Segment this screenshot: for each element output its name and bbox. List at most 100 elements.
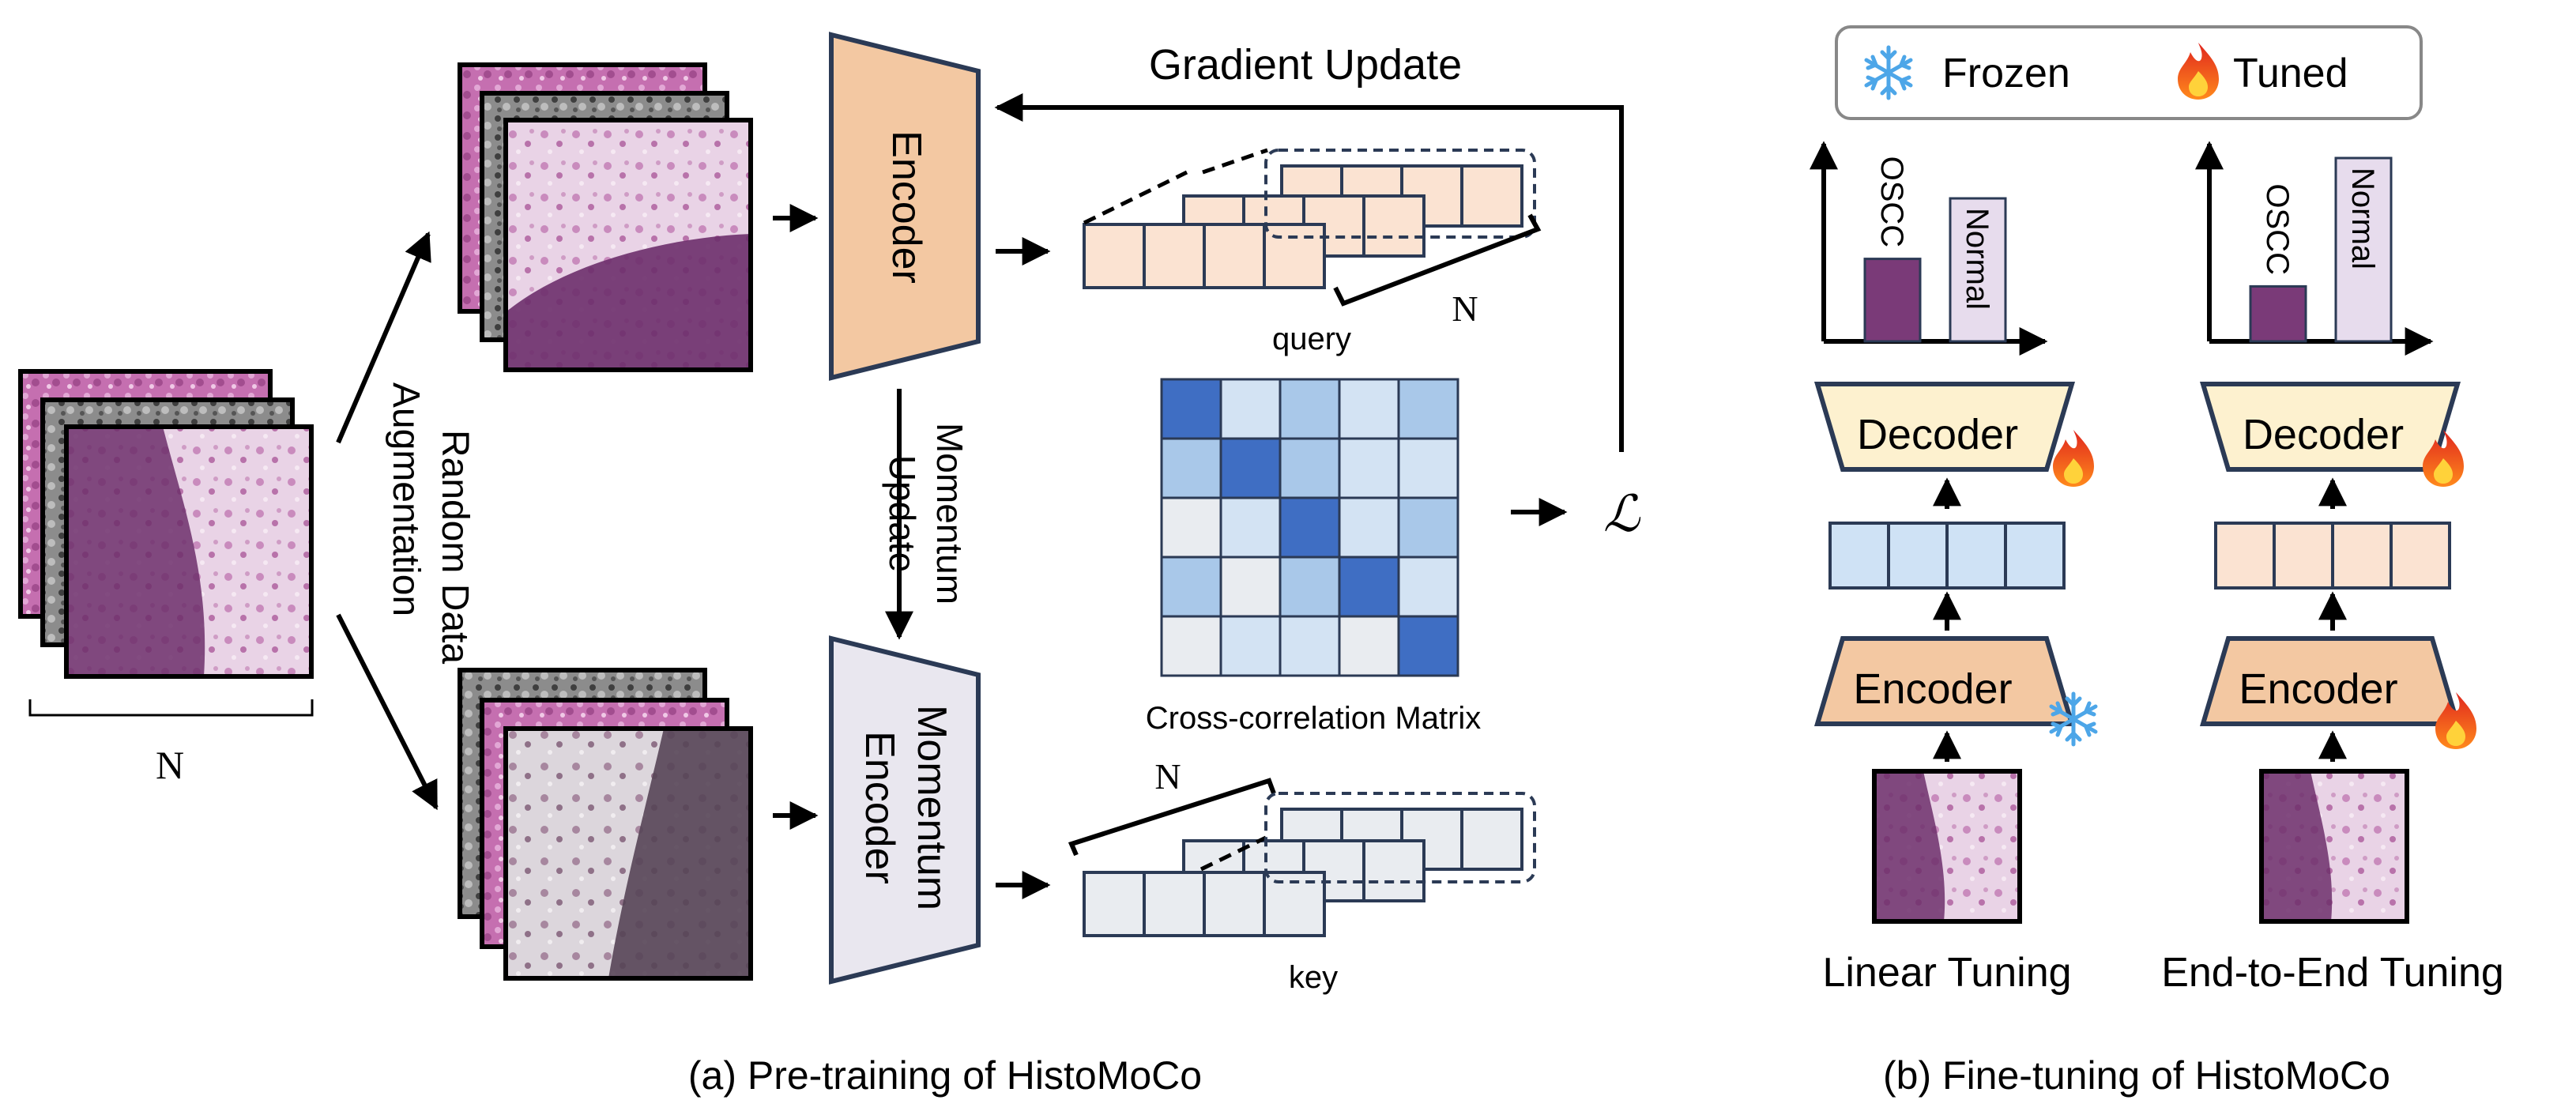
matrix-cell: [1160, 437, 1222, 499]
matrix-cell: [1338, 496, 1400, 559]
e2e-bar-label-0: OSCC: [2260, 183, 2295, 275]
legend-tuned-label: Tuned: [2233, 51, 2348, 96]
matrix-cell: [1397, 496, 1459, 559]
matrix-label: Cross-correlation Matrix: [1146, 701, 1482, 736]
svg-text:Update: Update: [882, 455, 923, 572]
matrix-cell: [1338, 615, 1400, 677]
linear-bar-normal: [1949, 197, 2007, 343]
query-view-stack: [458, 62, 753, 372]
linear-feature-vector: [1828, 522, 2066, 590]
key-mid-cell: [1362, 839, 1425, 902]
query-label: query: [1272, 322, 1351, 356]
matrix-cell: [1219, 615, 1282, 677]
query-feature-stack: N query: [1083, 148, 1542, 356]
momentum-encoder-label-1: Momentum: [909, 705, 955, 910]
gradient-update-label: Gradient Update: [1149, 41, 1462, 89]
key-brace: [1068, 778, 1276, 857]
query-mid-cell: [1362, 194, 1425, 258]
svg-text:Momentum: Momentum: [929, 423, 970, 605]
momentum-encoder-label-2: Encoder: [857, 731, 902, 884]
input-count-label: N: [156, 743, 184, 787]
e2e-bar-normal: [2334, 156, 2393, 343]
e2e-input-patch: [2259, 769, 2409, 924]
matrix-cell: [1219, 378, 1282, 440]
augment-arrow-up: [336, 231, 431, 444]
linear-feature-cell: [1945, 522, 2007, 590]
matrix-cell: [1338, 556, 1400, 618]
input-image-stack: [18, 369, 314, 679]
encoder-label: Encoder: [883, 130, 929, 284]
linear-bar-oscc: [1863, 258, 1922, 343]
matrix-cell: [1219, 496, 1282, 559]
matrix-cell: [1397, 437, 1459, 499]
query-back-cell: [1460, 164, 1523, 228]
e2e-feature-cell: [2273, 522, 2334, 590]
matrix-cell: [1279, 556, 1341, 618]
e2e-tuning-title: End-to-End Tuning: [2161, 950, 2504, 996]
e2e-bar-oscc: [2249, 284, 2307, 343]
query-front-cell: [1203, 223, 1266, 289]
linear-decoder-label: Decoder: [1857, 411, 2018, 458]
matrix-cell: [1160, 556, 1222, 618]
matrix-cell: [1160, 378, 1222, 440]
momentum-encoder-block: Momentum Encoder: [829, 635, 981, 985]
matrix-cell: [1397, 378, 1459, 440]
query-count-label: N: [1452, 288, 1478, 329]
matrix-cell: [1279, 378, 1341, 440]
key-feature-stack: N key: [1068, 756, 1536, 995]
key-count-label: N: [1154, 756, 1181, 797]
legend: Frozen Tuned: [1835, 25, 2423, 120]
e2e-feature-vector: [2214, 522, 2451, 590]
matrix-cell: [1219, 556, 1282, 618]
e2e-feature-cell: [2331, 522, 2393, 590]
linear-feature-cell: [1887, 522, 1949, 590]
key-front-cell: [1203, 871, 1266, 937]
loss-symbol: ℒ: [1603, 486, 1641, 542]
linear-bar-label-1: Normal: [1960, 208, 1994, 310]
linear-tuning-column: OSCC Normal Decoder Encoder Linear Tuning: [1810, 141, 2096, 996]
matrix-cell: [1397, 556, 1459, 618]
svg-text:Random Data: Random Data: [434, 430, 476, 664]
e2e-feature-cell: [2214, 522, 2276, 590]
query-brace: [1333, 213, 1542, 307]
linear-bar-label-0: OSCC: [1874, 156, 1909, 248]
linear-encoder-label: Encoder: [1853, 665, 2012, 713]
matrix-cell: [1160, 496, 1222, 559]
linear-input-patch: [1872, 769, 2022, 924]
matrix-cell: [1338, 437, 1400, 499]
legend-frozen-label: Frozen: [1942, 51, 2070, 96]
momentum-update-label: Momentum Update: [882, 423, 970, 605]
input-brace: [28, 699, 314, 717]
linear-tuning-title: Linear Tuning: [1822, 950, 2071, 996]
finetuning-caption: (b) Fine-tuning of HistoMoCo: [1883, 1053, 2390, 1098]
cross-correlation-matrix: [1160, 378, 1459, 677]
linear-decoder-block: [1813, 382, 2076, 472]
augment-arrow-down: [336, 613, 439, 811]
matrix-cell: [1160, 615, 1222, 677]
gradient-update-arrow: [994, 93, 1624, 452]
matrix-cell: [1219, 437, 1282, 499]
key-label: key: [1289, 960, 1338, 995]
matrix-cell: [1279, 437, 1341, 499]
key-front-cell: [1083, 871, 1146, 937]
e2e-bar-label-1: Normal: [2345, 168, 2380, 269]
matrix-cell: [1279, 615, 1341, 677]
e2e-decoder-label: Decoder: [2243, 411, 2404, 458]
matrix-cell: [1397, 615, 1459, 677]
query-front-cell: [1263, 223, 1326, 289]
e2e-feature-cell: [2390, 522, 2451, 590]
query-front-cell: [1143, 223, 1206, 289]
svg-text:Augmentation: Augmentation: [385, 382, 427, 616]
linear-decoder-fire-icon: [2053, 430, 2094, 487]
key-view-stack: [458, 668, 753, 981]
linear-feature-cell: [1828, 522, 1890, 590]
key-front-cell: [1143, 871, 1206, 937]
query-front-cell: [1083, 223, 1146, 289]
pretraining-caption: (a) Pre-training of HistoMoCo: [688, 1053, 1202, 1098]
matrix-cell: [1338, 378, 1400, 440]
linear-feature-cell: [2004, 522, 2066, 590]
augmentation-label: Random Data Augmentation: [385, 382, 476, 664]
